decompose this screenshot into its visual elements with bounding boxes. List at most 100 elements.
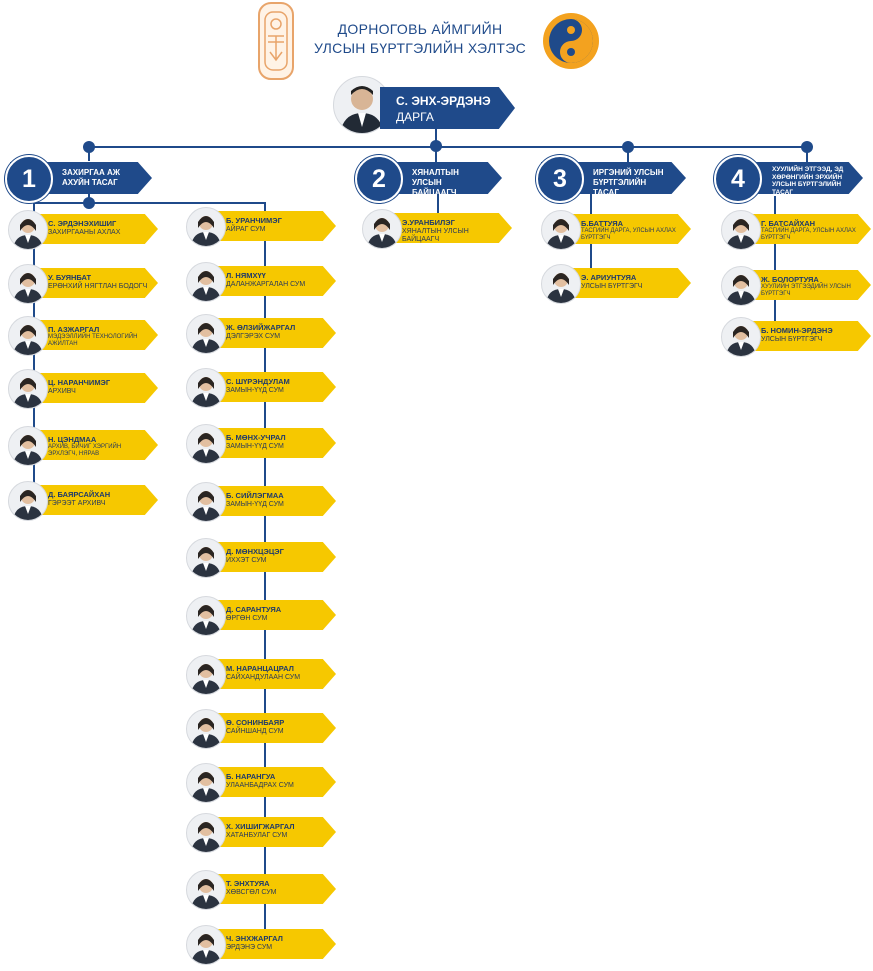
staff-photo — [186, 596, 226, 636]
staff-photo — [186, 538, 226, 578]
emblem-logo — [258, 2, 294, 80]
staff-role: ХАТАНБУЛАГ СУМ — [226, 832, 288, 839]
staff-photo — [186, 262, 226, 302]
staff-photo — [186, 813, 226, 853]
staff-name: Б. МӨНХ-УЧРАЛ — [226, 433, 286, 442]
staff-name: Н. ЦЭНДМАА — [48, 435, 97, 444]
staff-tag — [204, 817, 336, 847]
connector — [89, 146, 807, 148]
staff-photo — [186, 655, 226, 695]
staff-role: САЙХАНДУЛААН СУМ — [226, 674, 301, 681]
staff-tag — [26, 485, 158, 515]
staff-role: ХУУЛИЙН ЭТГЭЭДИЙН УЛСЫН БҮРТГЭГЧ — [761, 284, 851, 297]
staff-name: Ө. СОНИНБАЯР — [226, 718, 285, 727]
staff-tag — [26, 320, 158, 350]
connector — [88, 193, 90, 203]
connector — [774, 196, 776, 336]
staff-role: ТАСГИЙН ДАРГА, УЛСЫН АХЛАХ БҮРТГЭГЧ — [581, 228, 676, 241]
staff-tag — [204, 372, 336, 402]
staff-photo — [721, 266, 761, 306]
staff-photo — [186, 314, 226, 354]
staff-tag — [739, 214, 871, 244]
title-line-2: УЛСЫН БҮРТГЭЛИЙН ХЭЛТЭС — [313, 40, 527, 56]
staff-role: ГЭРЭЭТ АРХИВЧ — [48, 500, 106, 507]
staff-tag — [204, 542, 336, 572]
staff-photo — [721, 210, 761, 250]
staff-name: Б. УРАНЧИМЭГ — [226, 216, 282, 225]
staff-role: УЛСЫН БҮРТГЭГЧ — [761, 336, 823, 343]
staff-tag — [204, 428, 336, 458]
connector — [437, 193, 439, 213]
staff-name: Б.БАТТУЯА — [581, 219, 624, 228]
section-number-badge: 4 — [714, 155, 762, 203]
staff-photo — [541, 210, 581, 250]
staff-tag — [26, 373, 158, 403]
staff-role: ЭРДЭНЭ СУМ — [226, 944, 273, 951]
staff-name: Э.УРАНБИЛЭГ — [402, 218, 455, 227]
staff-photo — [721, 317, 761, 357]
staff-photo — [8, 316, 48, 356]
section-number-badge: 3 — [536, 155, 584, 203]
staff-tag — [204, 713, 336, 743]
staff-role: АРХИВЧ — [48, 388, 76, 395]
junction-dot — [430, 140, 442, 152]
staff-photo — [8, 481, 48, 521]
staff-photo — [186, 709, 226, 749]
staff-role: УЛААНБАДРАХ СУМ — [226, 782, 294, 789]
staff-photo — [186, 763, 226, 803]
staff-tag — [559, 268, 691, 298]
staff-tag — [26, 268, 158, 298]
connector — [627, 147, 629, 163]
section-number-badge: 1 — [5, 155, 53, 203]
staff-name: М. НАРАНЦАЦРАЛ — [226, 664, 294, 673]
staff-role: АЙРАГ СУМ — [226, 226, 266, 233]
staff-name: Ц. НАРАНЧИМЭГ — [48, 378, 111, 387]
director-role: ДАРГА — [396, 110, 434, 124]
connector — [435, 129, 437, 147]
connector — [435, 147, 437, 163]
staff-name: П. АЗЖАРГАЛ — [48, 325, 100, 334]
staff-photo — [186, 482, 226, 522]
staff-name: Д. БАЯРСАЙХАН — [48, 490, 111, 499]
staff-name: Т. ЭНХТУЯА — [226, 879, 270, 888]
staff-tag — [204, 266, 336, 296]
staff-photo — [8, 426, 48, 466]
staff-role: ХӨВСГӨЛ СУМ — [226, 889, 277, 896]
staff-name: Ч. ЭНХЖАРГАЛ — [226, 934, 283, 943]
staff-role: ИХХЭТ СУМ — [226, 557, 267, 564]
title-line-1: ДОРНОГОВЬ АЙМГИЙН — [337, 21, 503, 37]
staff-photo — [541, 264, 581, 304]
staff-name: С. ЭРДЭНЭХИШИГ — [48, 219, 117, 228]
staff-tag — [204, 318, 336, 348]
director-name: С. ЭНХ-ЭРДЭНЭ — [396, 94, 491, 108]
staff-role: ӨРГӨН СУМ — [226, 615, 268, 622]
section-title: ЗАХИРГАА АЖ АХУЙН ТАСАГ — [62, 168, 121, 187]
staff-tag — [204, 929, 336, 959]
connector — [33, 202, 265, 204]
section-number-badge: 2 — [355, 155, 403, 203]
staff-role: ДАЛАНЖАРГАЛАН СУМ — [226, 281, 306, 288]
staff-role: МЭДЭЭЛЛИЙН ТЕХНОЛОГИЙН АЖИЛТАН — [48, 334, 138, 347]
staff-role: АРХИВ, БИЧИГ ХЭРГИЙН ЭРХЛЭГЧ, НЯРАВ — [48, 444, 122, 457]
staff-role: ДЭЛГЭРЭХ СУМ — [226, 333, 281, 340]
director-tag: С. ЭНХ-ЭРДЭНЭ ДАРГА — [380, 87, 515, 129]
staff-photo — [8, 264, 48, 304]
registry-logo — [542, 12, 600, 70]
connector — [806, 147, 808, 163]
staff-name: Г. БАТСАЙХАН — [761, 219, 816, 228]
staff-role: УЛСЫН БҮРТГЭГЧ — [581, 283, 643, 290]
